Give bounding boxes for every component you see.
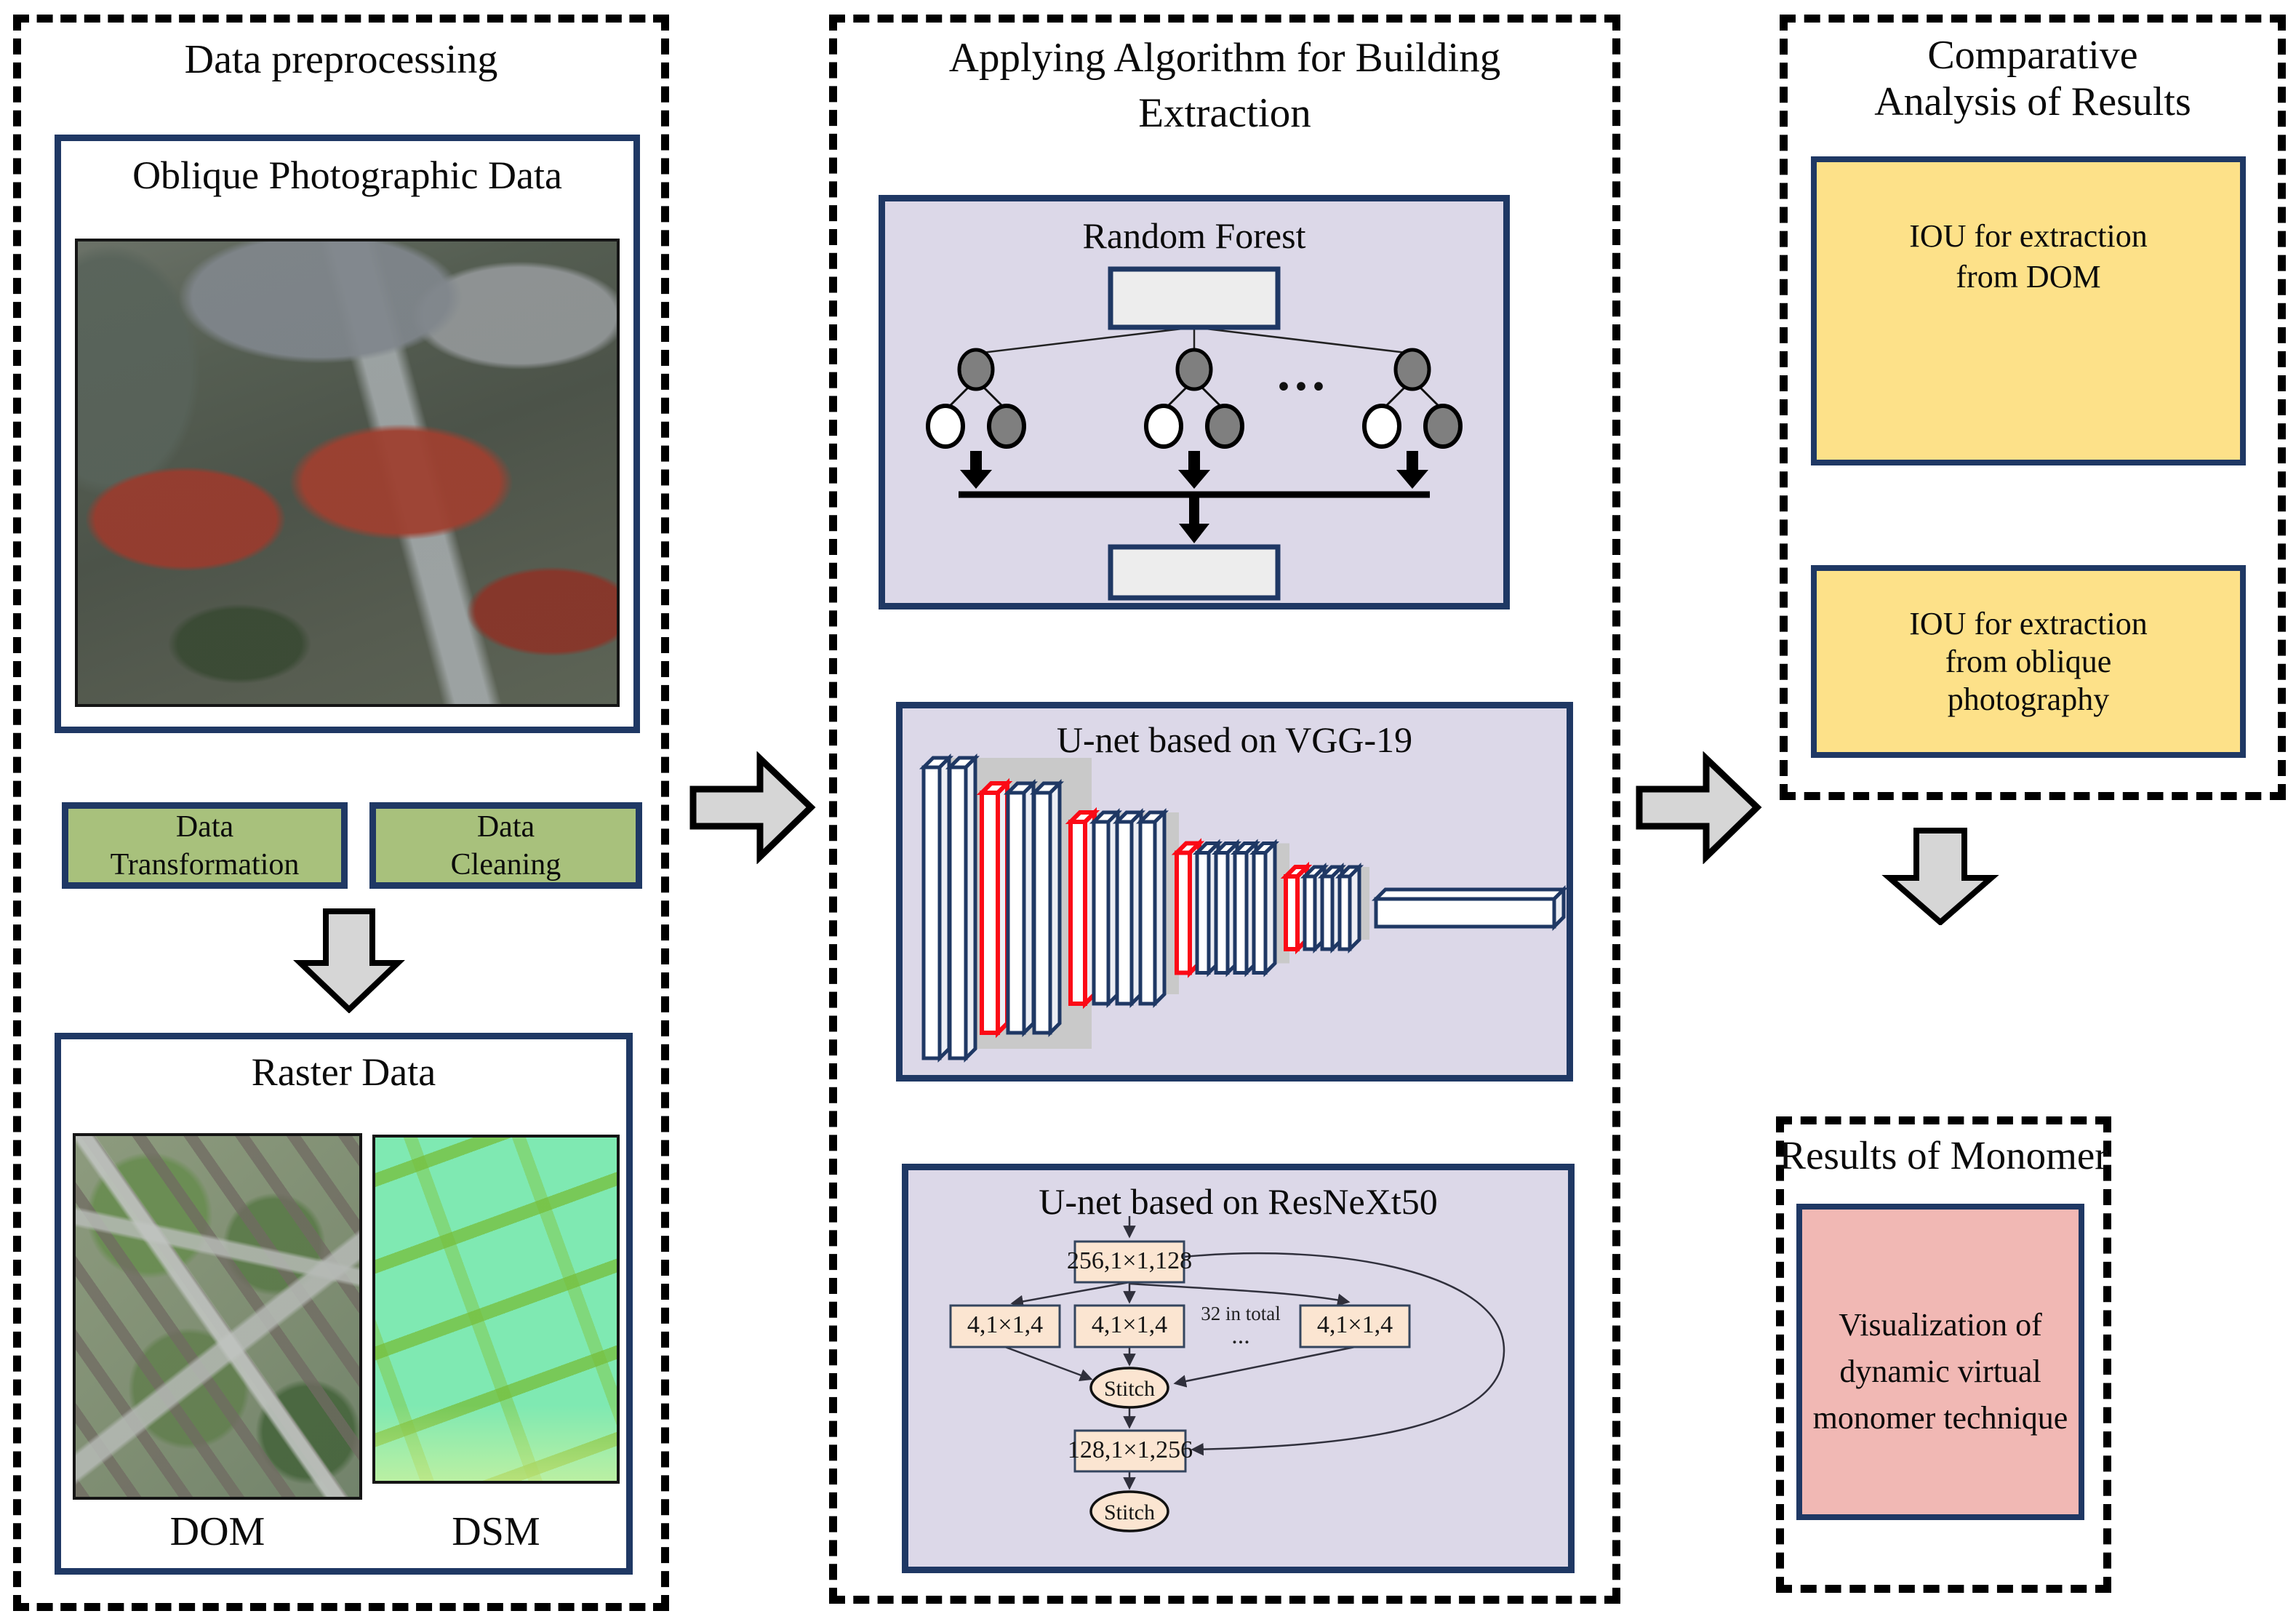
- visualization-line1: Visualization of: [1839, 1306, 2042, 1343]
- resnext-input-block: [1073, 1240, 1185, 1284]
- panel-comparative-analysis: Comparative Analysis of Results IOU for …: [1780, 15, 2286, 800]
- resnext-branch-label-3: 4,1×1,4: [1317, 1311, 1393, 1338]
- iou-dom-line2: from DOM: [1956, 258, 2101, 295]
- dsm-heightmap-image: [372, 1135, 620, 1484]
- resnext-input-label: 256,1×1,128: [1067, 1247, 1192, 1274]
- panel-dashed-border: [829, 15, 1620, 1604]
- panel-dashed-border: [1780, 15, 2286, 800]
- rf-tree-2: [1146, 350, 1242, 489]
- flow-arrow-right-icon: [1636, 751, 1762, 864]
- raster-data-box: Raster Data DOM DSM: [55, 1033, 633, 1575]
- panel-title-monomer: Results of Monomer: [1779, 1133, 2108, 1178]
- panel-applying-algorithm: Applying Algorithm for Building Extracti…: [829, 15, 1620, 1604]
- unet-resnext50-box: U-net based on ResNeXt50: [902, 1164, 1575, 1573]
- random-forest-diagram: ...: [879, 266, 1510, 601]
- data-transformation-line2: Transformation: [110, 847, 300, 882]
- resnext-branch-block-2: [1073, 1304, 1185, 1348]
- flow-arrow-down-icon: [1881, 828, 1999, 925]
- data-transformation-box: Data Transformation: [62, 802, 348, 889]
- unet-vgg19-box: U-net based on VGG-19: [896, 702, 1573, 1082]
- data-cleaning-line1: Data: [476, 810, 535, 844]
- oblique-aerial-photo: [75, 239, 620, 707]
- dom-label: DOM: [169, 1509, 265, 1554]
- iou-oblique-line1: IOU for extraction: [1909, 605, 2148, 641]
- rf-root-node: [1108, 266, 1281, 330]
- dsm-label: DSM: [452, 1509, 540, 1554]
- oblique-photographic-data-box: Oblique Photographic Data: [55, 135, 640, 733]
- resnext-output-label: 128,1×1,256: [1068, 1436, 1193, 1463]
- random-forest-box: Random Forest: [879, 195, 1510, 609]
- data-cleaning-line2: Cleaning: [450, 847, 561, 882]
- iou-oblique-line3: photography: [1947, 681, 2110, 717]
- rf-tree-3: [1364, 350, 1460, 489]
- rf-output-node: [1108, 544, 1281, 601]
- resnext50-block-diagram: 256,1×1,128 4,1×1,4 4,1×1,4 4,1×1,4 32 i…: [949, 1216, 1505, 1532]
- resnext-stitch-node-2: [1089, 1490, 1169, 1532]
- visualization-line3: monomer technique: [1812, 1399, 2068, 1436]
- resnext-branch-label-1: 4,1×1,4: [967, 1311, 1043, 1338]
- data-cleaning-box: Data Cleaning: [369, 802, 642, 889]
- flow-arrow-right-icon: [689, 751, 816, 864]
- resnext-stitch-node-1: [1089, 1367, 1169, 1409]
- iou-oblique-line2: from oblique: [1945, 643, 2112, 679]
- panel-title-comparative-line2: Analysis of Results: [1874, 79, 2191, 124]
- iou-dom-line1: IOU for extraction: [1909, 217, 2148, 254]
- panel-data-preprocessing: Data preprocessing Oblique Photographic …: [13, 15, 669, 1611]
- resnext-branch-dots: ...: [1231, 1322, 1250, 1349]
- iou-oblique-box: IOU for extraction from oblique photogra…: [1811, 565, 2246, 758]
- resnext-stitch-label-2: Stitch: [1104, 1500, 1155, 1524]
- panel-dashed-border: [1776, 1116, 2111, 1593]
- unet-vgg19-title: U-net based on VGG-19: [1056, 719, 1413, 760]
- panel-title-comparative-line1: Comparative: [1927, 33, 2138, 78]
- resnext-branch-note: 32 in total: [1201, 1303, 1281, 1324]
- resnext-blocks: 256,1×1,128 4,1×1,4 4,1×1,4 4,1×1,4 32 i…: [949, 1240, 1411, 1532]
- panel-results-of-monomer: Results of Monomer Visualization of dyna…: [1776, 1116, 2111, 1593]
- panel-title-algorithm-line1: Applying Algorithm for Building: [948, 35, 1501, 81]
- resnext-branch-block-1: [949, 1304, 1061, 1348]
- unet-resnext50-title: U-net based on ResNeXt50: [1039, 1181, 1438, 1222]
- resnext-output-block: [1073, 1429, 1187, 1473]
- data-transformation-line1: Data: [175, 810, 234, 844]
- down-arrow-icon: [293, 908, 405, 1013]
- rf-ellipsis: ...: [1277, 343, 1329, 401]
- raster-box-title: Raster Data: [251, 1050, 436, 1094]
- visualization-line2: dynamic virtual: [1839, 1353, 2041, 1389]
- resnext-branch-block-3: [1299, 1304, 1411, 1348]
- panel-dashed-border: [13, 15, 669, 1611]
- resnext-stitch-label-1: Stitch: [1104, 1377, 1155, 1401]
- rf-tree-1: [928, 350, 1024, 489]
- panel-title-algorithm-line2: Extraction: [1138, 90, 1311, 136]
- visualization-box: Visualization of dynamic virtual monomer…: [1796, 1204, 2084, 1520]
- random-forest-title: Random Forest: [1082, 215, 1306, 256]
- resnext-branch-label-2: 4,1×1,4: [1092, 1311, 1167, 1338]
- iou-dom-box: IOU for extraction from DOM: [1811, 156, 2246, 465]
- dom-orthophoto-image: [73, 1133, 362, 1500]
- panel-title-preprocessing: Data preprocessing: [184, 37, 498, 82]
- oblique-box-title: Oblique Photographic Data: [132, 153, 562, 197]
